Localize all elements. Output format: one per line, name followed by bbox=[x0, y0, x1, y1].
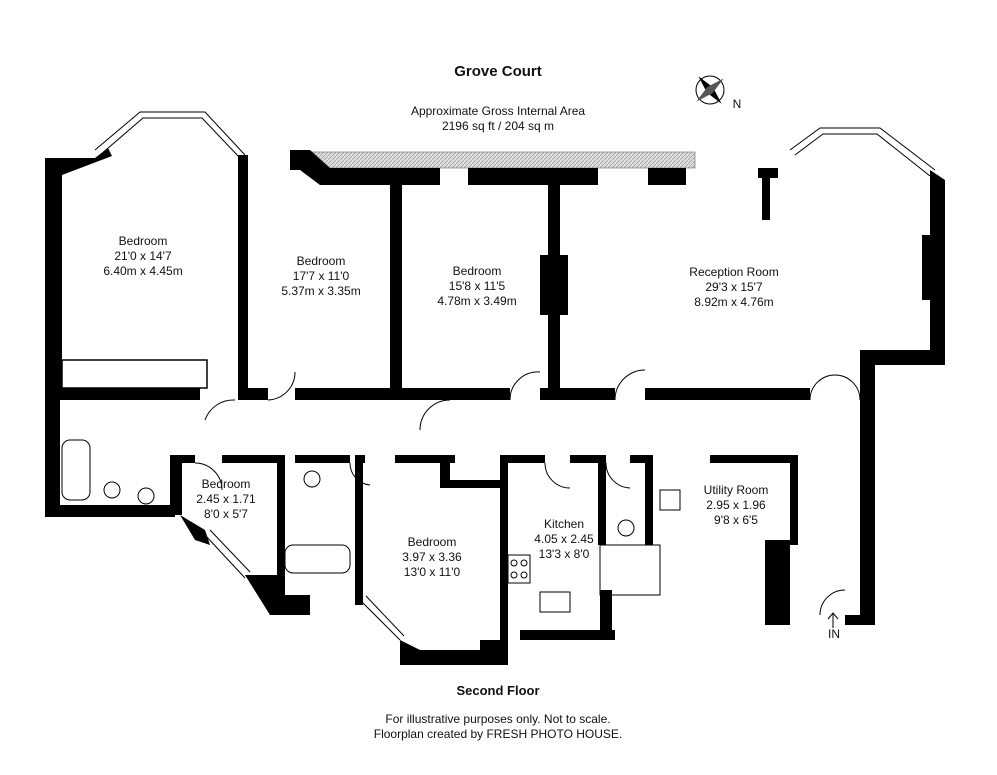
room-name: Bedroom bbox=[118, 234, 168, 248]
room-dim-imperial: 9'8 x 6'5 bbox=[714, 513, 758, 527]
room-utility: Utility Room 2.95 x 1.96 9'8 x 6'5 bbox=[704, 483, 769, 528]
entrance-arrow-icon bbox=[827, 612, 839, 628]
room-dim-imperial: 29'3 x 15'7 bbox=[705, 280, 763, 294]
room-bedroom-3: Bedroom 15'8 x 11'5 4.78m x 3.49m bbox=[437, 264, 516, 309]
room-name: Bedroom bbox=[201, 477, 251, 491]
area-label: Approximate Gross Internal Area bbox=[410, 104, 586, 118]
room-dim-metric: 4.05 x 2.45 bbox=[534, 532, 594, 546]
room-dim-imperial: 21'0 x 14'7 bbox=[114, 249, 172, 263]
area-value: 2196 sq ft / 204 sq m bbox=[441, 119, 555, 133]
room-reception: Reception Room 29'3 x 15'7 8.92m x 4.76m bbox=[689, 265, 778, 310]
room-bedroom-4: Bedroom 2.45 x 1.71 8'0 x 5'7 bbox=[196, 477, 255, 522]
room-bedroom-5: Bedroom 3.97 x 3.36 13'0 x 11'0 bbox=[402, 535, 461, 580]
windows-and-doors bbox=[61, 111, 936, 641]
room-name: Reception Room bbox=[689, 265, 779, 279]
room-name: Bedroom bbox=[407, 535, 457, 549]
room-name: Kitchen bbox=[543, 517, 585, 531]
room-name: Bedroom bbox=[452, 264, 502, 278]
room-name: Bedroom bbox=[296, 254, 346, 268]
plan-title: Grove Court bbox=[454, 63, 542, 80]
room-dim-metric: 6.40m x 4.45m bbox=[103, 264, 183, 278]
room-dim-metric: 3.97 x 3.36 bbox=[402, 550, 462, 564]
walls bbox=[45, 148, 945, 665]
room-dim-metric: 4.78m x 3.49m bbox=[437, 294, 517, 308]
room-dim-imperial: 17'7 x 11'0 bbox=[292, 269, 350, 283]
room-dim-imperial: 13'0 x 11'0 bbox=[403, 565, 461, 579]
room-dim-imperial: 13'3 x 8'0 bbox=[538, 547, 590, 561]
room-dim-imperial: 15'8 x 11'5 bbox=[448, 279, 506, 293]
room-name: Utility Room bbox=[703, 483, 769, 497]
entrance-label: IN bbox=[828, 627, 840, 641]
floor-label: Second Floor bbox=[456, 683, 540, 698]
room-dim-metric: 5.37m x 3.35m bbox=[281, 284, 361, 298]
disclaimer: For illustrative purposes only. Not to s… bbox=[385, 712, 611, 726]
room-bedroom-2: Bedroom 17'7 x 11'0 5.37m x 3.35m bbox=[281, 254, 360, 299]
room-dim-imperial: 8'0 x 5'7 bbox=[204, 507, 248, 521]
room-dim-metric: 8.92m x 4.76m bbox=[694, 295, 774, 309]
room-kitchen: Kitchen 4.05 x 2.45 13'3 x 8'0 bbox=[534, 517, 593, 562]
compass-icon bbox=[695, 75, 725, 105]
compass-label: N bbox=[732, 97, 742, 111]
credit: Floorplan created by FRESH PHOTO HOUSE. bbox=[373, 727, 623, 741]
room-bedroom-1: Bedroom 21'0 x 14'7 6.40m x 4.45m bbox=[103, 234, 182, 279]
room-dim-metric: 2.45 x 1.71 bbox=[196, 492, 256, 506]
room-dim-metric: 2.95 x 1.96 bbox=[706, 498, 766, 512]
